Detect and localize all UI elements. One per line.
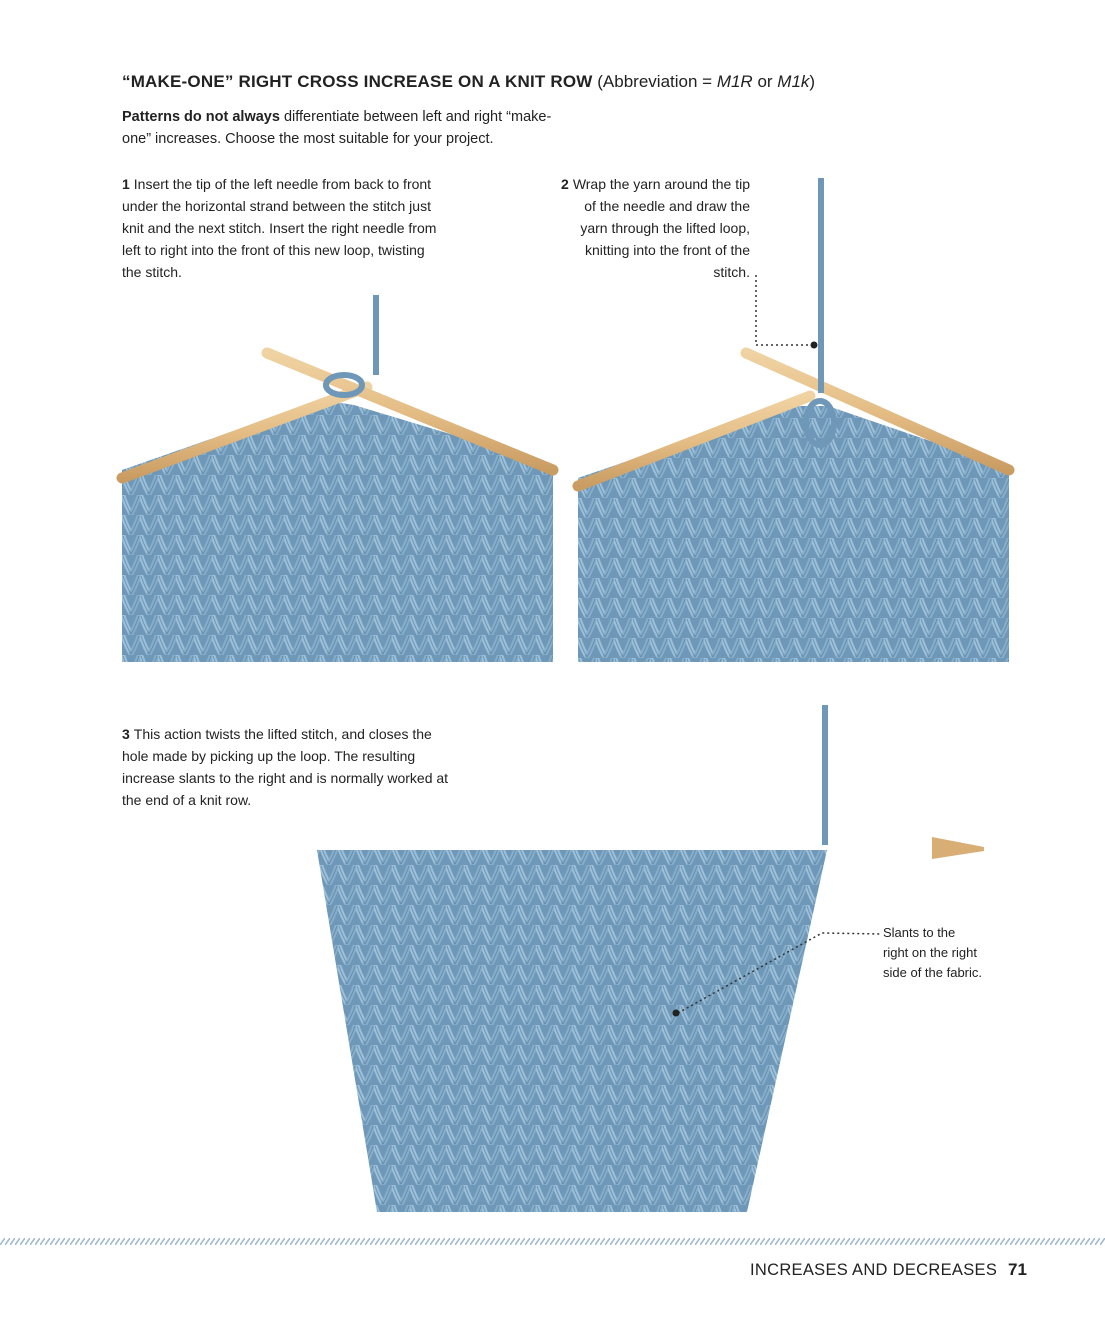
step-2-text: Wrap the yarn around the tip of the need… — [572, 176, 750, 280]
step-1-photo — [116, 295, 559, 662]
abbr-code-m1k: M1k — [777, 72, 810, 91]
knitted-fabric — [317, 850, 827, 1212]
heading-title: “MAKE-ONE” RIGHT CROSS INCREASE ON A KNI… — [122, 72, 593, 91]
step-3-text: This action twists the lifted stitch, an… — [122, 726, 449, 808]
heading-abbreviation: (Abbreviation = M1R or M1k) — [597, 72, 815, 91]
intro-text: differentiate between left and right “ma… — [122, 109, 552, 147]
page-heading: “MAKE-ONE” RIGHT CROSS INCREASE ON A KNI… — [122, 72, 815, 92]
abbr-code-m1r: M1R — [716, 72, 753, 91]
abbr-prefix: (Abbreviation = — [597, 72, 717, 91]
intro-bold: Patterns do not always — [122, 109, 280, 125]
step-3-number: 3 — [122, 726, 130, 742]
slant-callout: Slants to the right on the right side of… — [883, 925, 982, 980]
callout-dot — [672, 1009, 680, 1017]
step-2-photo — [572, 178, 1015, 662]
knitted-fabric — [578, 406, 1009, 662]
abbr-or: or — [752, 72, 778, 91]
step-1-number: 1 — [122, 176, 130, 192]
step-2-number: 2 — [561, 176, 569, 192]
leader-dot — [810, 341, 818, 349]
footer-section-title: INCREASES AND DECREASES — [750, 1261, 998, 1279]
lifted-loop — [803, 398, 837, 448]
abbr-suffix: ) — [809, 72, 816, 91]
right-needle — [740, 347, 1015, 476]
left-needle — [572, 390, 816, 492]
footer-rule — [0, 1238, 1105, 1245]
knitted-fabric — [122, 400, 553, 662]
leader-line — [755, 275, 814, 346]
step-3-photo — [122, 705, 984, 1212]
right-needle — [261, 347, 559, 476]
page-number: 71 — [1008, 1260, 1027, 1279]
step-1-text: Insert the tip of the left needle from b… — [122, 176, 437, 280]
left-needle — [116, 381, 373, 484]
needle-tip — [932, 837, 984, 859]
intro-paragraph: Patterns do not always differentiate bet… — [122, 106, 562, 150]
lifted-loop — [323, 372, 365, 398]
